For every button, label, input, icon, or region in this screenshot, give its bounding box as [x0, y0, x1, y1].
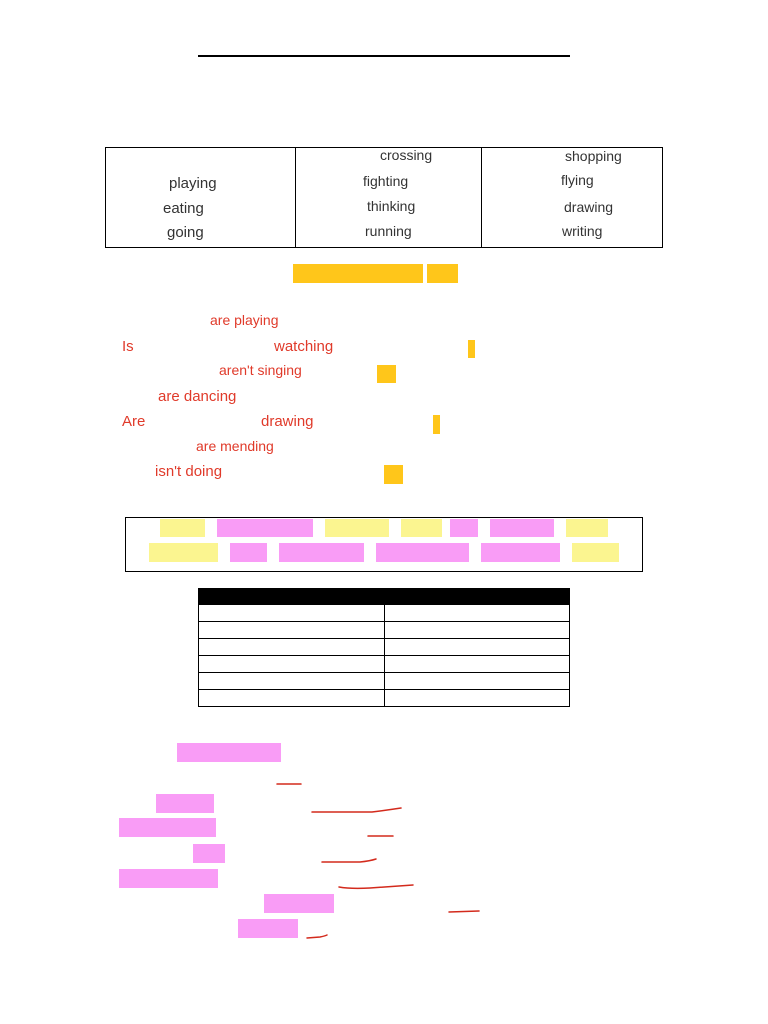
sentence-highlight	[238, 919, 298, 938]
sentence-highlight	[177, 743, 281, 762]
word-bank-highlight	[325, 519, 389, 537]
word-bank-highlight	[279, 543, 364, 562]
answer-grid	[198, 588, 570, 707]
column-divider	[481, 147, 482, 248]
word-cell: going	[167, 224, 204, 241]
underline-stroke	[448, 910, 480, 913]
word-bank	[125, 517, 643, 572]
sentence-verb: watching	[274, 338, 334, 355]
punctuation-highlight	[468, 340, 475, 358]
sentence-start: Is	[122, 338, 134, 355]
sentence-highlight	[119, 818, 216, 837]
word-bank-highlight	[450, 519, 478, 537]
word-bank-highlight	[230, 543, 267, 562]
word-bank-highlight	[481, 543, 560, 562]
table-row	[198, 672, 570, 690]
heading-highlight	[293, 264, 423, 283]
sentence-verb: isn't doing	[155, 463, 223, 480]
word-cell: thinking	[367, 198, 416, 214]
word-bank-highlight	[149, 543, 218, 562]
sentence-highlight	[119, 869, 218, 888]
word-bank-highlight	[401, 519, 442, 537]
table-row	[198, 689, 570, 707]
word-cell: shopping	[565, 148, 622, 164]
underline-stroke	[311, 807, 402, 813]
underline-stroke	[321, 858, 377, 863]
sentence-highlight	[193, 844, 225, 863]
word-bank-highlight	[566, 519, 608, 537]
underline-stroke	[306, 934, 328, 939]
table-row	[198, 655, 570, 673]
word-bank-highlight	[160, 519, 205, 537]
word-cell: writing	[562, 223, 603, 239]
underline-stroke	[338, 884, 414, 890]
word-bank-highlight	[217, 519, 313, 537]
word-bank-highlight	[376, 543, 469, 562]
punctuation-highlight	[377, 365, 396, 383]
word-cell: crossing	[380, 147, 433, 163]
word-cell: fighting	[363, 173, 409, 189]
word-bank-highlight	[490, 519, 554, 537]
sentence-highlight	[156, 794, 214, 813]
sentence-verb: drawing	[261, 413, 314, 430]
sentence-highlight	[264, 894, 334, 913]
sentence-verb: are mending	[196, 438, 274, 454]
column-divider	[295, 147, 296, 248]
word-cell: running	[365, 223, 412, 239]
heading-highlight	[427, 264, 458, 283]
sentence-verb: are dancing	[158, 388, 237, 405]
sentence-start: Are	[122, 413, 146, 430]
word-bank-highlight	[572, 543, 619, 562]
punctuation-highlight	[384, 465, 403, 484]
grid-header-row	[198, 588, 570, 605]
word-table	[105, 147, 663, 248]
word-cell: eating	[163, 200, 204, 217]
sentence-verb: are playing	[210, 312, 279, 328]
word-cell: playing	[169, 175, 217, 192]
word-cell: drawing	[564, 199, 614, 215]
word-cell: flying	[561, 172, 594, 188]
sentence-verb: aren't singing	[219, 362, 302, 378]
punctuation-highlight	[433, 415, 440, 434]
title-line	[198, 55, 570, 57]
